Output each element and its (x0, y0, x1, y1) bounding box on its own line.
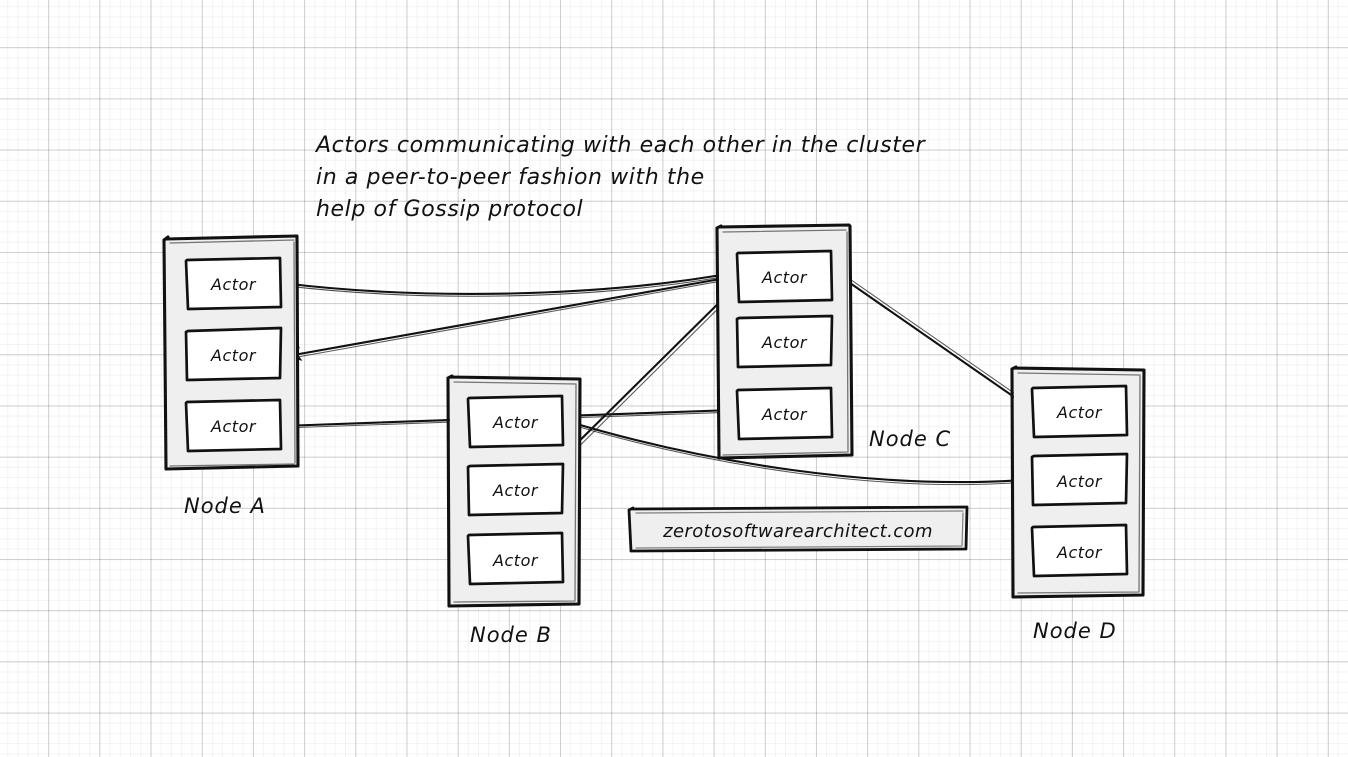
node-c-actor-3[interactable]: Actor (735, 386, 834, 441)
node-c-actor-2[interactable]: Actor (735, 314, 834, 369)
node-b-actor-3[interactable]: Actor (466, 531, 565, 586)
node-a[interactable]: Actor Actor Actor Node A (162, 234, 300, 518)
node-d-actor-3[interactable]: Actor (1030, 523, 1129, 578)
node-d-actor-1[interactable]: Actor (1030, 384, 1129, 439)
actor-label: Actor (492, 481, 539, 500)
watermark-box: zerotosoftwarearchitect.com (627, 505, 969, 553)
node-a-label: Node A (184, 494, 266, 518)
title-block: Actors communicating with each other in … (314, 133, 927, 222)
node-c-label: Node C (869, 427, 951, 451)
actor-label: Actor (1056, 543, 1103, 562)
node-d-actor-2[interactable]: Actor (1030, 452, 1129, 507)
node-a-actor-1[interactable]: Actor (184, 256, 283, 311)
actor-label: Actor (761, 268, 808, 287)
actor-label: Actor (492, 413, 539, 432)
connection-a1-to-c1 (280, 266, 747, 297)
actor-label: Actor (761, 333, 808, 352)
actor-label: Actor (492, 551, 539, 570)
title-line-1: Actors communicating with each other in … (314, 133, 927, 158)
node-b-label: Node B (470, 623, 552, 647)
connection-c1-to-a2 (285, 274, 739, 361)
node-d[interactable]: Actor Actor Actor Node D (1010, 365, 1146, 643)
watermark-label: zerotosoftwarearchitect.com (662, 521, 933, 542)
node-c-actor-1[interactable]: Actor (735, 249, 834, 304)
node-a-actor-3[interactable]: Actor (184, 398, 283, 453)
node-b-actor-1[interactable]: Actor (466, 394, 565, 449)
node-c[interactable]: Actor Actor Actor Node C (715, 223, 951, 460)
node-a-actor-2[interactable]: Actor (184, 326, 283, 382)
actor-label: Actor (1056, 472, 1103, 491)
actor-label: Actor (210, 417, 257, 436)
title-line-2: in a peer-to-peer fashion with the (316, 165, 705, 190)
actor-label: Actor (210, 275, 257, 294)
connection-b1-to-d2 (558, 417, 1040, 488)
connection-d1-to-c1 (835, 270, 1043, 417)
actor-label: Actor (761, 405, 808, 424)
title-line-3: help of Gossip protocol (316, 197, 583, 222)
node-b[interactable]: Actor Actor Actor Node B (446, 374, 582, 647)
actor-label: Actor (1056, 403, 1103, 422)
actor-label: Actor (210, 346, 257, 365)
node-b-actor-2[interactable]: Actor (466, 462, 565, 517)
node-d-label: Node D (1033, 619, 1117, 643)
